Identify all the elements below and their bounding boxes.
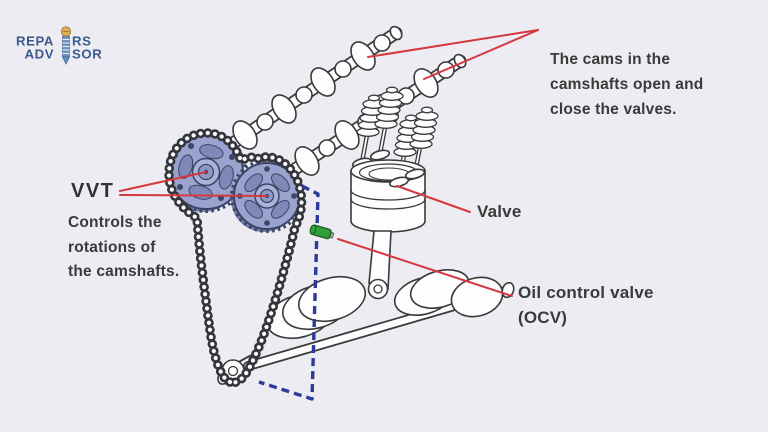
valve-spring xyxy=(374,86,404,129)
repairs-advisor-logo: REPA RS ADV SOR xyxy=(16,26,102,65)
valve-head xyxy=(369,149,391,161)
vvt-title: VVT xyxy=(71,180,115,202)
vvt-desc-line: Controls the xyxy=(68,214,162,231)
leader-line-cam-rear xyxy=(367,29,539,58)
crankshaft xyxy=(217,269,515,385)
cams-note-line: camshafts open and xyxy=(550,76,704,93)
logo-text-sor: SOR xyxy=(72,47,102,62)
vvt-desc-line: the camshafts. xyxy=(68,263,180,280)
cams-note-line: close the valves. xyxy=(550,101,677,118)
leader-line-ocv xyxy=(337,238,513,297)
timing-chain xyxy=(164,128,307,388)
leader-line-vvt-left xyxy=(119,171,207,192)
connecting-rod xyxy=(367,230,392,300)
leader-line-valve xyxy=(396,185,471,213)
logo-text-rs: RS xyxy=(72,34,92,49)
valve-label: Valve xyxy=(477,202,522,221)
ocv-label-line: Oil control valve xyxy=(518,283,654,302)
valve-springs xyxy=(356,86,439,157)
leader-line-vvt-right xyxy=(119,194,268,197)
screw-icon xyxy=(60,26,72,65)
logo-text-adv: ADV xyxy=(25,47,55,62)
vvt-desc-line: rotations of xyxy=(68,238,156,256)
cams-note-line: The cams in the xyxy=(550,51,671,68)
logo-text-repa: REPA xyxy=(16,34,54,49)
oil-control-valve xyxy=(309,224,335,240)
vvt-annotation: VVT Controls the rotations of the camsha… xyxy=(68,180,179,285)
leader-line-cam-front xyxy=(423,29,539,80)
vvt-sprocket-left xyxy=(165,131,247,213)
oil-passage-dashed-line xyxy=(258,184,320,401)
ocv-label: Oil control valve (OCV) xyxy=(518,280,654,330)
valve-spring xyxy=(409,106,439,149)
valve-head xyxy=(404,168,426,180)
vvt-description: Controls the rotations of the camshafts. xyxy=(68,211,179,285)
leader-lines xyxy=(119,29,539,297)
cams-note: The cams in the camshafts open and close… xyxy=(550,47,703,122)
ocv-label-line: (OCV) xyxy=(518,308,568,327)
